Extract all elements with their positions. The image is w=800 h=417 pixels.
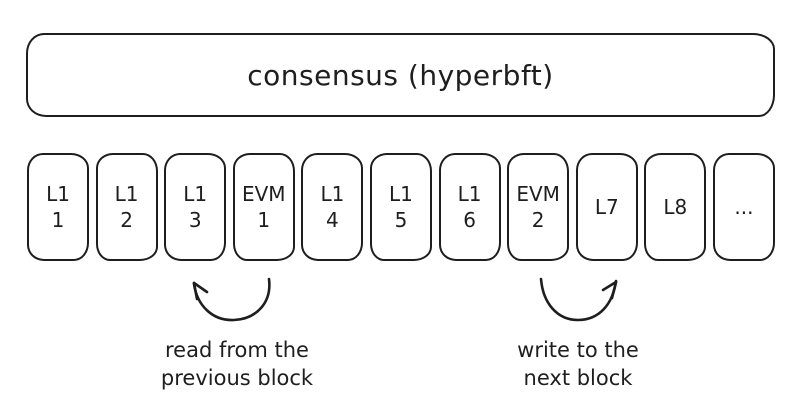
block-label: L1	[457, 182, 482, 206]
block-label: EVM	[516, 182, 560, 206]
block-label: L1	[183, 182, 208, 206]
consensus-box: consensus (hyperbft)	[26, 33, 775, 117]
block-label: L7	[594, 195, 619, 219]
block-number: 1	[51, 208, 65, 232]
block-l8: L8	[644, 153, 707, 261]
block-ellipsis: ...	[712, 153, 775, 261]
block-label: L8	[663, 195, 688, 219]
block-number: 4	[326, 208, 339, 232]
block-label: L1	[320, 182, 345, 206]
block-label: ...	[734, 195, 754, 219]
write-caption: write to the next block	[468, 336, 688, 392]
block-number: 6	[463, 208, 476, 232]
block-number: 2	[120, 208, 133, 232]
read-caption: read from the previous block	[127, 336, 347, 392]
read-caption-line2: previous block	[160, 366, 314, 390]
read-arrow	[192, 277, 271, 322]
block-label: L1	[389, 182, 413, 206]
block-number: 2	[531, 208, 545, 232]
write-arrow	[539, 277, 618, 322]
write-caption-line1: write to the	[517, 338, 639, 362]
block-number: 1	[257, 208, 271, 232]
block-label: L1	[46, 182, 70, 206]
consensus-title: consensus (hyperbft)	[247, 58, 554, 92]
block-l7: L7	[575, 153, 638, 261]
block-number: 5	[394, 208, 408, 232]
block-label: EVM	[241, 182, 286, 206]
write-caption-line2: next block	[523, 366, 633, 390]
block-label: L1	[114, 182, 139, 206]
read-caption-line1: read from the	[165, 338, 309, 362]
block-number: 3	[188, 208, 202, 232]
